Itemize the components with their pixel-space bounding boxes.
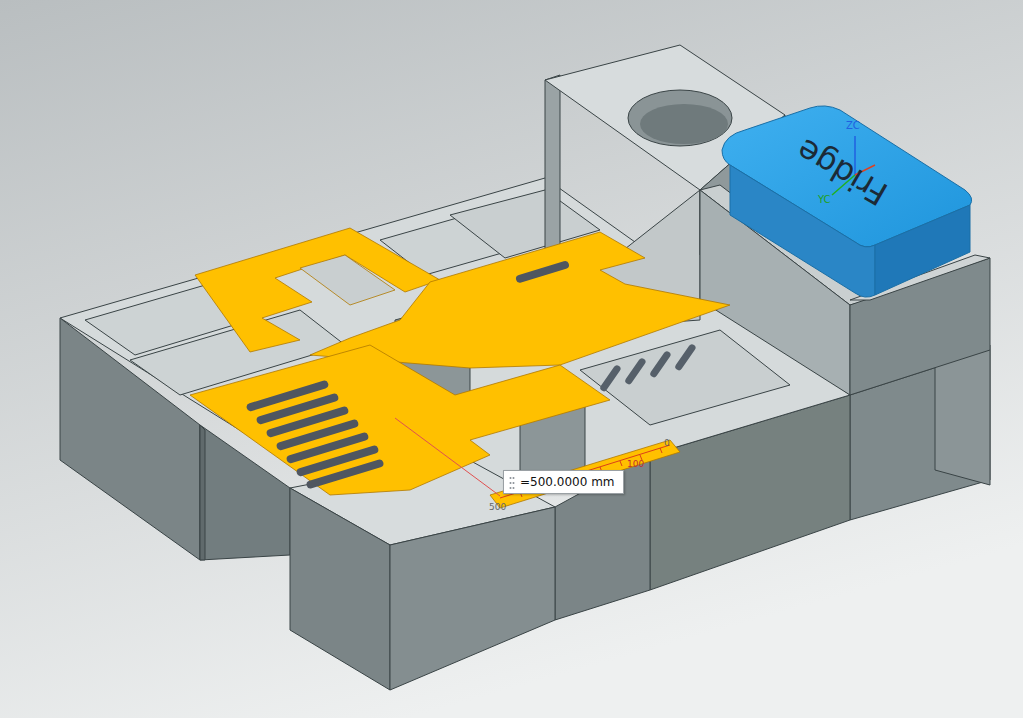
hole [628, 90, 732, 146]
ruler-number: 0 [664, 438, 670, 448]
plate-cutout [300, 255, 395, 305]
gray-parts [60, 45, 990, 690]
orange-slots [246, 260, 570, 490]
orange-plates [190, 228, 730, 508]
axis-label: ZC [846, 120, 860, 131]
dimension-value: =500.0000 mm [520, 475, 615, 489]
ruler-number: 100 [627, 459, 644, 469]
hole-depth [640, 104, 728, 144]
axis-label: YC [818, 194, 831, 205]
measure-tooltip: =500.0000 mm [503, 470, 624, 494]
fridge-box [722, 106, 972, 297]
grip-dots [509, 476, 515, 490]
measure-line [395, 418, 500, 496]
ruler-number: 500 [489, 502, 506, 512]
ruler-ticks [500, 445, 670, 498]
